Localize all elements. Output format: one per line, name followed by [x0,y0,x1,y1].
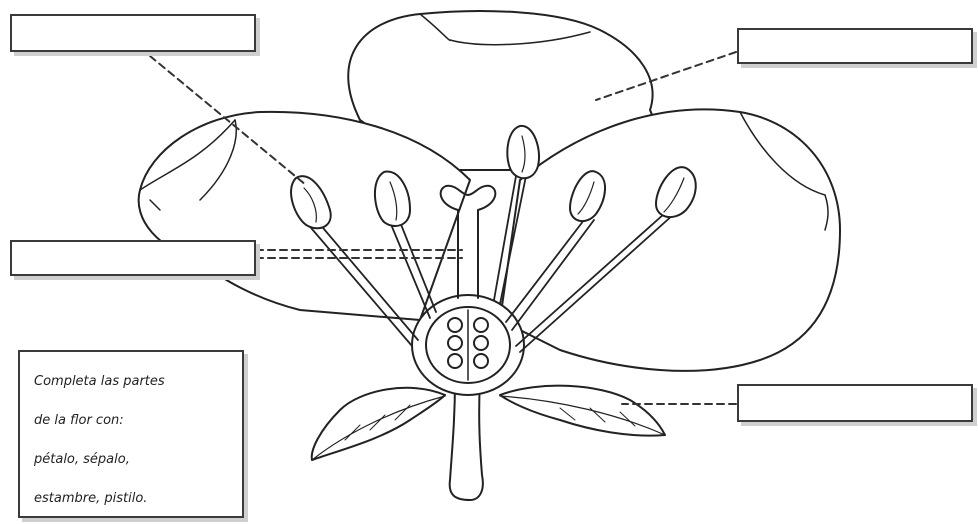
pistil-style [458,210,478,298]
instructions-line: de la flor con: [34,401,230,440]
instructions-line: Completa las partes [34,362,230,401]
label-box-top-left[interactable] [10,14,256,52]
instructions-line: estambre, pistilo. [34,479,230,518]
instructions-box: Completa las partes de la flor con: péta… [18,350,244,518]
left-sepal [312,388,445,460]
label-box-bottom-right[interactable] [737,384,973,422]
right-sepal [500,386,665,436]
label-box-middle-left[interactable] [10,240,256,276]
instructions-line: pétalo, sépalo, [34,440,230,479]
stem [450,380,483,500]
label-box-top-right[interactable] [737,28,973,64]
